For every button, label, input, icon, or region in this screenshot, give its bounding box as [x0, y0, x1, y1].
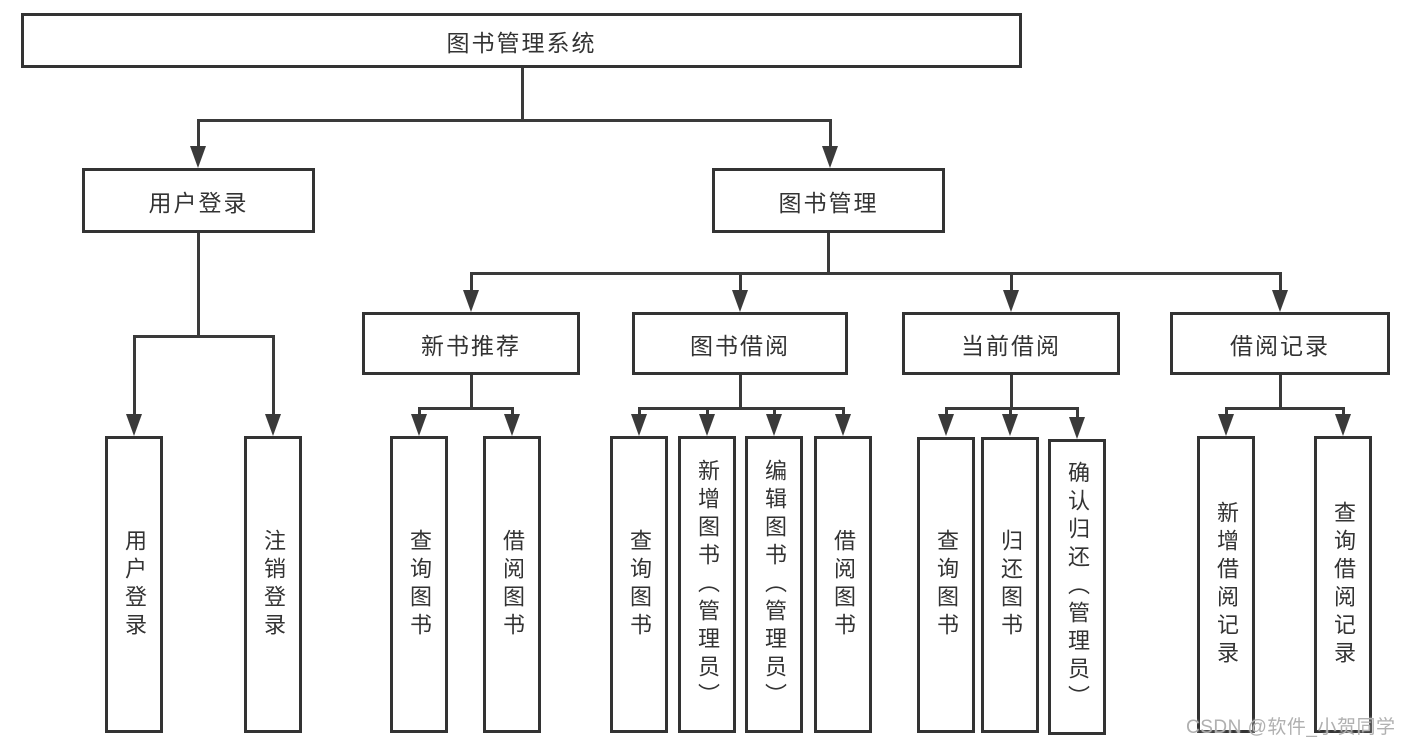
arrow-down-icon	[190, 121, 206, 168]
node-query-books-current: 查询图书	[917, 437, 975, 733]
connector-line	[196, 119, 832, 122]
node-label: 新书推荐	[421, 332, 521, 359]
connector-line	[417, 407, 514, 410]
arrow-down-icon	[265, 337, 281, 436]
node-label: 注销登录	[261, 528, 286, 641]
arrow-down-icon	[1272, 274, 1288, 312]
arrow-down-icon	[1002, 409, 1018, 436]
arrow-down-icon	[411, 409, 427, 436]
node-borrow-records: 借阅记录	[1170, 312, 1390, 375]
node-label: 新增图书（管理员）	[695, 458, 720, 711]
connector-line	[1278, 375, 1282, 410]
arrow-down-icon	[732, 274, 748, 312]
node-label: 新增借阅记录	[1214, 500, 1239, 669]
node-label: 图书管理	[778, 189, 879, 216]
connector-line	[1009, 375, 1013, 410]
node-label: 查询借阅记录	[1331, 500, 1356, 669]
node-query-books-recommend: 查询图书	[390, 436, 448, 733]
node-label: 图书管理系统	[446, 29, 597, 56]
arrow-down-icon	[1069, 409, 1085, 439]
watermark: CSDN @软件_小贺同学	[1186, 717, 1396, 738]
connector-line	[944, 407, 1079, 410]
arrow-down-icon	[822, 121, 838, 168]
node-edit-books-admin: 编辑图书（管理员）	[745, 436, 803, 733]
node-label: 查询图书	[627, 528, 652, 641]
node-label: 借阅记录	[1230, 332, 1330, 359]
node-query-books-borrowing: 查询图书	[610, 436, 668, 733]
arrow-down-icon	[699, 409, 715, 436]
connector-line	[738, 375, 742, 410]
connector-line	[469, 375, 473, 410]
node-label: 编辑图书（管理员）	[762, 458, 787, 711]
node-add-borrow-record: 新增借阅记录	[1197, 436, 1255, 733]
arrow-down-icon	[1003, 274, 1019, 312]
node-label: 查询图书	[934, 529, 959, 641]
connector-line	[132, 335, 275, 338]
arrow-down-icon	[1335, 409, 1351, 436]
node-root: 图书管理系统	[21, 13, 1022, 68]
node-user-login: 用户登录	[82, 168, 315, 233]
node-label: 用户登录	[148, 189, 249, 216]
arrow-down-icon	[631, 409, 647, 436]
node-label: 用户登录	[122, 528, 147, 641]
connector-line	[197, 233, 200, 338]
node-borrow-books-borrowing: 借阅图书	[814, 436, 872, 733]
node-label: 借阅图书	[500, 528, 525, 641]
connector-line	[637, 407, 845, 410]
node-book-borrowing: 图书借阅	[632, 312, 848, 375]
connector-line	[520, 68, 524, 121]
node-label: 图书借阅	[690, 332, 790, 359]
arrow-down-icon	[463, 274, 479, 312]
node-borrow-books-recommend: 借阅图书	[483, 436, 541, 733]
node-query-borrow-record: 查询借阅记录	[1314, 436, 1372, 733]
node-label: 借阅图书	[831, 528, 856, 641]
node-label: 归还图书	[998, 529, 1023, 641]
arrow-down-icon	[766, 409, 782, 436]
node-book-management: 图书管理	[712, 168, 945, 233]
node-current-borrowing: 当前借阅	[902, 312, 1120, 375]
node-logout-action: 注销登录	[244, 436, 302, 733]
node-label: 确认归还（管理员）	[1065, 461, 1090, 713]
node-label: 当前借阅	[961, 332, 1061, 359]
node-confirm-return-admin: 确认归还（管理员）	[1048, 439, 1106, 735]
arrow-down-icon	[938, 409, 954, 436]
arrow-down-icon	[126, 337, 142, 436]
node-user-login-action: 用户登录	[105, 436, 163, 733]
node-return-books: 归还图书	[981, 437, 1039, 733]
node-label: 查询图书	[407, 528, 432, 641]
arrow-down-icon	[835, 409, 851, 436]
node-new-book-recommendation: 新书推荐	[362, 312, 580, 375]
connector-line	[469, 272, 1282, 275]
arrow-down-icon	[504, 409, 520, 436]
node-add-books-admin: 新增图书（管理员）	[678, 436, 736, 733]
connector-line	[1224, 407, 1345, 410]
connector-line	[827, 233, 830, 274]
arrow-down-icon	[1218, 409, 1234, 436]
